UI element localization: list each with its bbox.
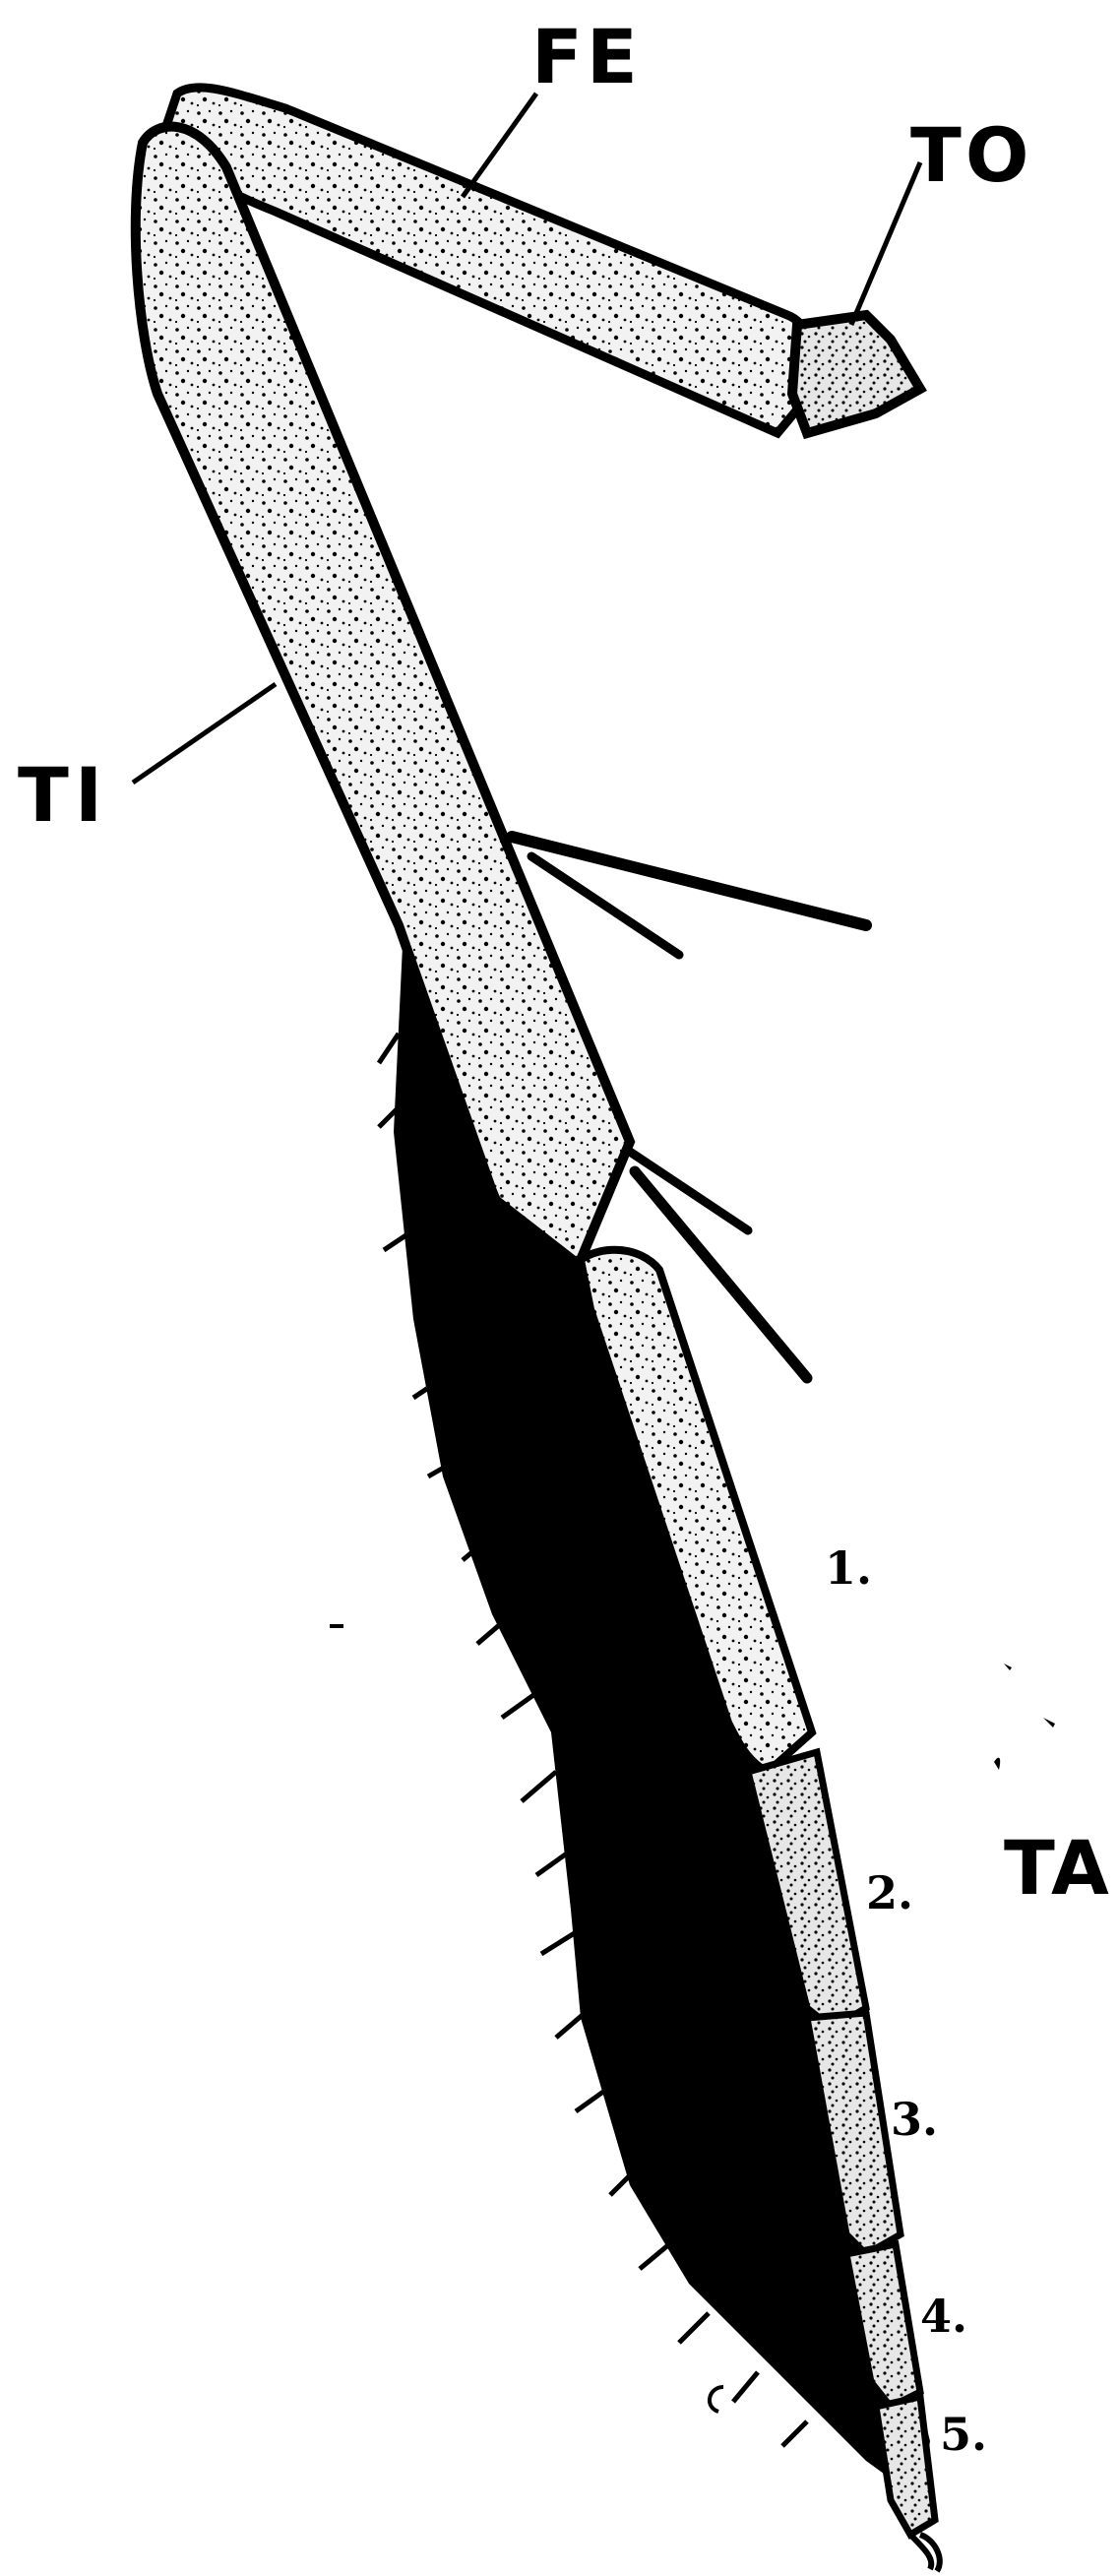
tarsus-label: TA xyxy=(1004,1831,1111,1906)
leader-femur xyxy=(463,94,536,197)
tarsal-segment-5-label: 5. xyxy=(940,2412,987,2457)
tarsal-segment-4-label: 4. xyxy=(920,2293,967,2339)
tarsal-segment-5 xyxy=(876,2397,935,2535)
tarsal-claw xyxy=(910,2535,940,2571)
leader-tibia xyxy=(133,684,276,783)
trochanter-label: TO xyxy=(910,118,1032,193)
tarsal-segment-3-label: 3. xyxy=(891,2097,938,2142)
tibia-label: TI xyxy=(18,758,108,833)
tarsal-segment-2-label: 2. xyxy=(866,1870,913,1916)
femur-label: FE xyxy=(531,20,642,94)
tarsal-segment-1-label: 1. xyxy=(825,1545,872,1591)
trochanter-segment xyxy=(792,315,920,433)
